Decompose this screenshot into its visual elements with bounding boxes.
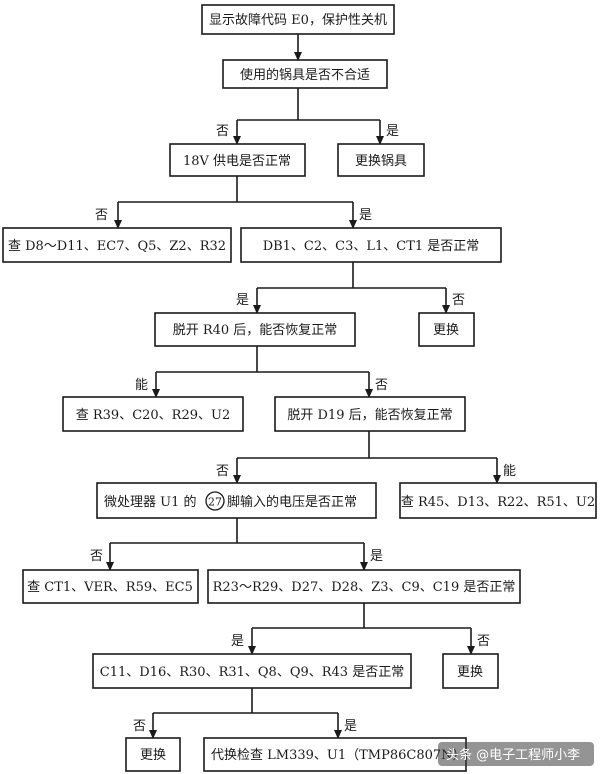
node-disconnect-r40: 脱开 R40 后，能否恢复正常 xyxy=(154,312,356,347)
edge-label-no: 否 xyxy=(375,378,388,393)
pin-circle-icon xyxy=(205,491,225,511)
node-text: 查 R45、D13、R22、R51、U2 xyxy=(401,495,595,510)
edge-label-yes: 是 xyxy=(231,634,244,649)
node-text: 18V 供电是否正常 xyxy=(183,154,291,169)
node-c11-check: C11、D16、R30、R31、Q8、Q9、R43 是否正常 xyxy=(92,653,412,689)
connectors xyxy=(106,34,501,739)
edge-label-yes: 是 xyxy=(359,208,372,223)
edge-label-can: 能 xyxy=(135,378,148,393)
watermark: 头条 @电子工程师小李 xyxy=(438,742,594,766)
node-text: 脱开 R40 后，能否恢复正常 xyxy=(173,323,338,338)
node-replace-1: 更换 xyxy=(418,312,475,347)
node-text: 更换 xyxy=(457,665,483,680)
edge-label-no: 否 xyxy=(95,208,108,223)
node-text: 查 CT1、VER、R59、EC5 xyxy=(27,580,193,595)
node-replace-3: 更换 xyxy=(125,737,181,772)
node-18v-supply-check: 18V 供电是否正常 xyxy=(169,143,306,177)
node-text: 更换锅具 xyxy=(355,153,407,169)
node-check-r45: 查 R45、D13、R22、R51、U2 xyxy=(399,482,597,519)
edge-label-no: 否 xyxy=(133,719,146,734)
node-text: 查 R39、C20、R29、U2 xyxy=(76,408,231,423)
edge-labels: 否 是 否 是 是 否 能 否 否 能 否 是 是 否 否 是 xyxy=(90,124,516,734)
watermark-text: 头条 @电子工程师小李 xyxy=(446,747,580,763)
edge-label-yes: 是 xyxy=(344,719,357,734)
edge-label-no: 否 xyxy=(216,464,229,479)
node-text: 更换 xyxy=(433,323,459,338)
edge-label-yes: 是 xyxy=(236,293,249,308)
node-replace-lm339-u1: 代换检查 LM339、U1（TMP86C807N） xyxy=(203,737,467,772)
node-text: R23～R29、D27、D28、Z3、C9、C19 是否正常 xyxy=(213,580,516,595)
node-text: 显示故障代码 E0，保护性关机 xyxy=(209,13,387,28)
node-text: 查 D8～D11、EC7、Q5、Z2、R32 xyxy=(8,239,226,254)
node-replace-2: 更换 xyxy=(442,653,499,689)
edge-label-no: 否 xyxy=(216,124,229,139)
node-text: 脱开 D19 后，能否恢复正常 xyxy=(287,408,452,423)
node-disconnect-d19: 脱开 D19 后，能否恢复正常 xyxy=(274,396,466,432)
node-replace-cookware: 更换锅具 xyxy=(337,143,425,177)
pin-number: 27 xyxy=(208,496,222,509)
edge-label-no: 否 xyxy=(477,634,490,649)
node-text-post: 脚输入的电压是否正常 xyxy=(227,494,357,510)
node-r23-r29-check: R23～R29、D27、D28、Z3、C9、C19 是否正常 xyxy=(207,569,521,604)
node-cookware-check: 使用的锅具是否不合适 xyxy=(222,59,388,89)
edge-label-can: 能 xyxy=(503,464,516,479)
edge-label-no: 否 xyxy=(452,293,465,308)
node-text-pre: 微处理器 U1 的 xyxy=(104,494,197,510)
node-u1-pin27-voltage: 微处理器 U1 的 27 脚输入的电压是否正常 xyxy=(96,482,377,519)
node-text: C11、D16、R30、R31、Q8、Q9、R43 是否正常 xyxy=(100,665,404,680)
node-check-d8-d11: 查 D8～D11、EC7、Q5、Z2、R32 xyxy=(2,227,232,263)
edge-label-yes: 是 xyxy=(370,549,383,564)
node-show-fault-code: 显示故障代码 E0，保护性关机 xyxy=(201,4,395,35)
node-check-r39: 查 R39、C20、R29、U2 xyxy=(62,396,244,432)
node-text: 更换 xyxy=(140,748,166,763)
node-text: 使用的锅具是否不合适 xyxy=(240,67,370,83)
edge-label-yes: 是 xyxy=(386,124,399,139)
node-text: DB1、C2、C3、L1、CT1 是否正常 xyxy=(263,239,480,254)
edge-label-no: 否 xyxy=(90,549,103,564)
node-db1-check: DB1、C2、C3、L1、CT1 是否正常 xyxy=(240,227,502,263)
node-check-ct1: 查 CT1、VER、R59、EC5 xyxy=(22,569,199,604)
node-text: 代换检查 LM339、U1（TMP86C807N） xyxy=(211,748,466,763)
